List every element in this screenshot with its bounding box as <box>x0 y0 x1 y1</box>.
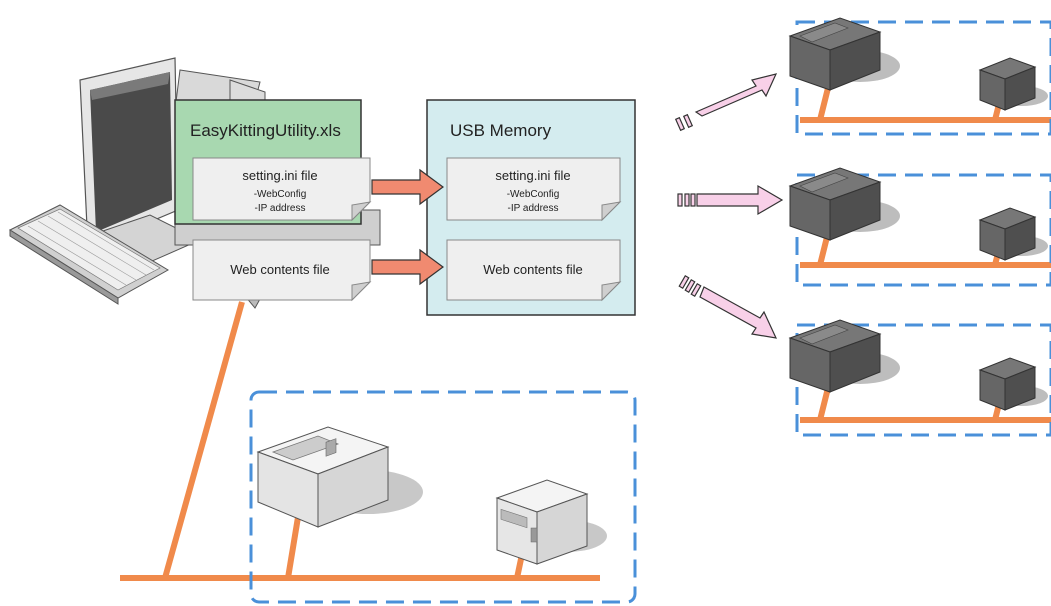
network-cable-computer <box>162 301 245 579</box>
file-card-web-usb: Web contents file <box>446 239 622 302</box>
file-card-web-excel: Web contents file <box>192 239 372 302</box>
file-card-settings-excel: setting.ini file -WebConfig -IP address <box>192 157 372 222</box>
arrow-right-icon <box>371 248 445 286</box>
deploy-arrow-up-icon <box>674 73 778 132</box>
receipt-printer-icon <box>789 167 901 241</box>
deploy-arrows <box>674 73 784 339</box>
excel-panel-title: EasyKittingUtility.xls <box>190 121 341 140</box>
target-group-3 <box>795 323 1051 437</box>
usb-panel-title: USB Memory <box>450 121 552 140</box>
compact-printer-icon <box>979 357 1049 411</box>
arrow-right-icon <box>371 168 445 206</box>
receipt-printer-icon <box>789 17 901 91</box>
dashed-groups <box>249 20 1051 604</box>
file-title: Web contents file <box>230 262 329 277</box>
file-line: -WebConfig <box>507 189 560 200</box>
compact-printer-icon <box>979 207 1049 261</box>
deploy-arrow-right-icon <box>677 184 784 216</box>
file-title: setting.ini file <box>242 168 317 183</box>
receipt-printer-icon <box>257 426 424 528</box>
deploy-arrow-down-icon <box>678 274 778 339</box>
file-line: -IP address <box>255 203 306 214</box>
local-printer-group <box>249 390 637 604</box>
file-card-settings-usb: setting.ini file -WebConfig -IP address <box>446 157 622 222</box>
keyboard-icon <box>8 204 169 305</box>
target-group-2 <box>795 173 1051 287</box>
receipt-printer-icon <box>789 319 901 393</box>
compact-printer-icon <box>979 57 1049 111</box>
transfer-arrows <box>371 168 445 286</box>
file-title: setting.ini file <box>495 168 570 183</box>
file-line: -IP address <box>508 203 559 214</box>
file-title: Web contents file <box>483 262 582 277</box>
file-line: -WebConfig <box>254 189 307 200</box>
compact-printer-icon <box>496 479 608 565</box>
